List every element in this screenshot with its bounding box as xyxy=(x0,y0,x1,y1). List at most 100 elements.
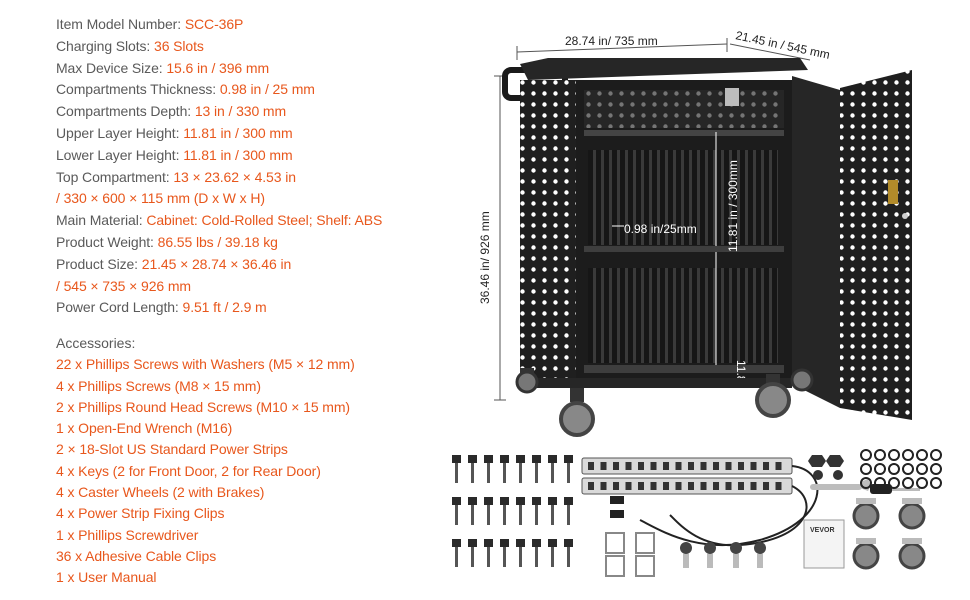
caster-wheels xyxy=(515,368,814,437)
accessory-item: 4 x Keys (2 for Front Door, 2 for Rear D… xyxy=(56,462,321,479)
outlet-icon xyxy=(763,462,769,470)
outlet-icon xyxy=(738,462,744,470)
spec-row: Top Compartment: 13 × 23.62 × 4.53 in xyxy=(56,167,456,189)
washer-icon xyxy=(902,449,914,461)
outlet-icon xyxy=(700,482,707,490)
outlet-icon xyxy=(600,462,607,470)
washer-icon xyxy=(874,463,886,475)
outlet-icon xyxy=(613,482,619,490)
screw-icon xyxy=(532,539,541,567)
screw-icon xyxy=(484,497,493,525)
spec-label: Charging Slots: xyxy=(56,37,155,54)
washer-icon xyxy=(916,463,928,475)
spec-label: Compartments Depth: xyxy=(56,103,195,120)
spec-label: Top Compartment: xyxy=(56,168,174,185)
outlet-icon xyxy=(613,462,619,470)
spec-label: Product Size: xyxy=(56,255,142,272)
screw-icon xyxy=(548,455,557,483)
screw-icon xyxy=(484,455,493,483)
accessory-item: 36 x Adhesive Cable Clips xyxy=(56,547,217,564)
accessory-item: 2 x Phillips Round Head Screws (M10 × 15… xyxy=(56,398,350,415)
spec-value: 9.51 ft / 2.9 m xyxy=(182,299,267,316)
spec-label: Compartments Thickness: xyxy=(56,81,220,98)
cabinet-door xyxy=(840,70,912,420)
outlet-icon xyxy=(713,462,719,470)
screw-icon xyxy=(548,539,557,567)
outlet-icon xyxy=(650,482,657,490)
power-strips xyxy=(581,457,819,547)
outlet-icon xyxy=(775,462,782,470)
outlet-icon xyxy=(663,482,669,490)
screw-icon xyxy=(468,539,477,567)
spec-value: 13 × 23.62 × 4.53 in xyxy=(173,168,296,185)
spec-label: Power Cord Length: xyxy=(56,299,183,316)
door-lock-icon xyxy=(888,180,898,204)
washer-icon xyxy=(902,463,914,475)
door-edge xyxy=(792,76,840,408)
bolts xyxy=(808,455,844,480)
spec-label: Product Weight: xyxy=(56,233,158,250)
depth-label: 21.45 in / 545 mm xyxy=(734,28,831,62)
washer-icon xyxy=(930,449,942,461)
washer-icon xyxy=(874,449,886,461)
depth-dimension: 21.45 in / 545 mm xyxy=(729,28,831,62)
washer-icon xyxy=(930,463,942,475)
washer-icon xyxy=(874,477,886,489)
spec-value: 11.81 in / 300 mm xyxy=(183,146,293,163)
outlet-icon xyxy=(675,462,682,470)
accessory-item: 1 x Phillips Screwdriver xyxy=(56,526,199,543)
outlet-icon xyxy=(725,482,732,490)
accessories-illustration: VEVOR xyxy=(452,449,942,577)
washer-icon xyxy=(902,477,914,489)
accessory-item: 1 x User Manual xyxy=(56,569,157,586)
user-manual: VEVOR xyxy=(803,519,845,569)
outlet-icon xyxy=(713,482,719,490)
screw-icon xyxy=(564,497,573,525)
keys xyxy=(680,542,766,568)
spec-row: Product Weight: 86.55 lbs / 39.18 kg xyxy=(56,232,456,254)
screw-icon xyxy=(516,497,525,525)
door-keyhole-icon xyxy=(902,213,908,219)
screw-icon xyxy=(516,455,525,483)
height-label: 36.46 in/ 926 mm xyxy=(478,211,492,304)
spec-row: Lower Layer Height: 11.81 in / 300 mm xyxy=(56,145,456,167)
outlet-icon xyxy=(600,482,607,490)
screw-icon xyxy=(484,539,493,567)
washer-icon xyxy=(916,477,928,489)
accessories-heading: Accessories: xyxy=(56,335,136,351)
spec-row: Compartments Depth: 13 in / 330 mm xyxy=(56,101,456,123)
spec-value: / 545 × 735 × 926 mm xyxy=(56,277,191,294)
outlet-icon xyxy=(663,462,669,470)
spec-row: Product Size: 21.45 × 28.74 × 36.46 in xyxy=(56,254,456,276)
screw-icon xyxy=(468,455,477,483)
spec-value: SCC-36P xyxy=(184,16,244,32)
spec-label: Lower Layer Height: xyxy=(56,146,184,163)
screw-icon xyxy=(564,539,573,567)
spec-label: Item Model Number: xyxy=(56,16,185,32)
washer-icon xyxy=(888,477,900,489)
spec-row: Main Material: Cabinet: Cold-Rolled Stee… xyxy=(56,210,456,232)
washer-icon xyxy=(888,449,900,461)
caster-wheels-accessory xyxy=(852,498,926,570)
screw-icon xyxy=(532,455,541,483)
cabinet-illustration: 28.74 in/ 735 mm 21.45 in / 545 mm 36.46… xyxy=(478,28,912,445)
outlet-icon xyxy=(588,462,594,470)
outlet-icon xyxy=(700,462,707,470)
screw-icon xyxy=(500,497,509,525)
fixing-clips xyxy=(605,532,655,577)
width-dimension: 28.74 in/ 735 mm xyxy=(516,34,728,60)
outlet-icon xyxy=(763,482,769,490)
washers xyxy=(860,449,942,489)
outlet-icon xyxy=(625,462,632,470)
spec-label: Main Material: xyxy=(56,212,147,229)
spec-value: / 330 × 600 × 115 mm (D x W x H) xyxy=(56,190,265,207)
cabinet-top xyxy=(520,58,808,80)
spec-value: 0.98 in / 25 mm xyxy=(219,81,315,98)
washer-icon xyxy=(860,449,872,461)
spec-value: 86.55 lbs / 39.18 kg xyxy=(157,233,278,250)
spec-row: Item Model Number: SCC-36P xyxy=(56,14,456,36)
outlet-icon xyxy=(750,462,757,470)
spec-label: Upper Layer Height: xyxy=(56,124,184,141)
screw-icon xyxy=(452,539,461,567)
upper-charging-bay xyxy=(588,150,778,245)
